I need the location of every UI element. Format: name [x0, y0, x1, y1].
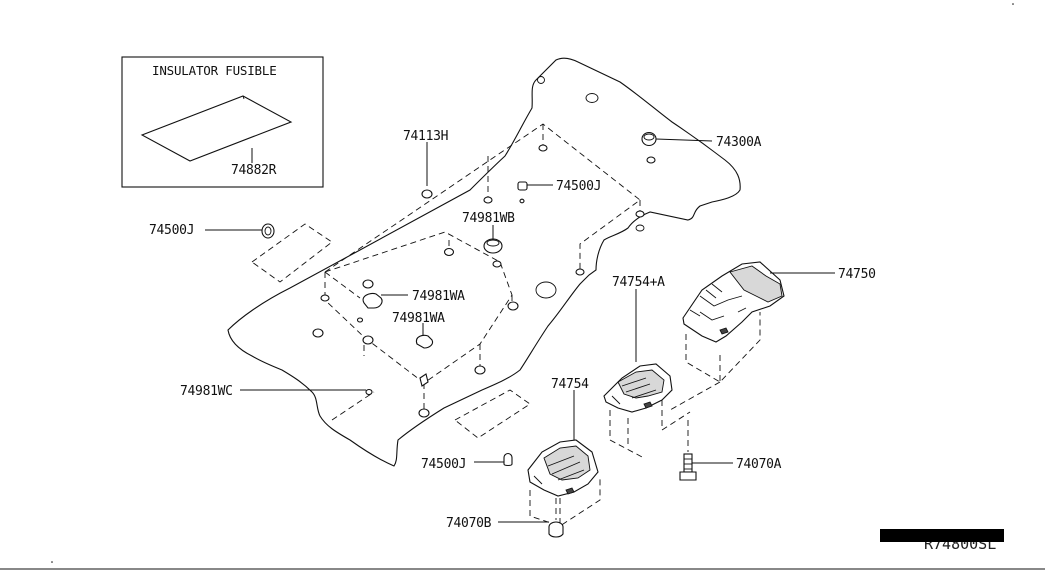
heat-insulator-74754A: [603, 363, 691, 459]
plug-74981WA: [415, 334, 434, 349]
label-74750: 74750: [838, 267, 876, 282]
panel-hole: [585, 93, 599, 103]
grommet-74500J: [517, 181, 528, 191]
inset-title: INSULATOR FUSIBLE: [152, 63, 277, 78]
bolt-head: [679, 471, 697, 481]
part-74981WA-2: [415, 334, 434, 387]
part-74981WA-1: [362, 292, 383, 309]
nut-74070B: [548, 498, 564, 538]
part-74500J-bottom: [503, 452, 513, 467]
code-redaction-bar: [880, 529, 1004, 542]
label-74113H: 74113H: [403, 129, 448, 144]
label-74981WB: 74981WB: [462, 211, 515, 226]
bolt-74070A: [679, 420, 697, 481]
callout-labels: 74113H 74300A 74500J 74981WB 74500J 7498…: [149, 129, 876, 531]
diagram-code: R74800SL: [880, 529, 1004, 553]
insulator-pad: [140, 95, 293, 162]
label-74300A: 74300A: [716, 135, 762, 150]
label-74500J-left: 74500J: [149, 223, 194, 238]
label-74500J-bottom: 74500J: [421, 457, 466, 472]
label-74981WA-1: 74981WA: [412, 289, 465, 304]
label-74500J-top: 74500J: [556, 179, 601, 194]
part-74500J-top: [517, 181, 528, 191]
plug-74981WA: [362, 292, 383, 309]
floor-panel-outline: [227, 57, 741, 467]
label-74981WC: 74981WC: [180, 384, 233, 399]
part-74981WB: [483, 238, 503, 254]
floor-clips: [312, 144, 645, 418]
inset-frame: [121, 56, 324, 188]
part-74500J-left: [261, 223, 275, 239]
inset-insulator-fusible: INSULATOR FUSIBLE 74882R: [121, 56, 324, 188]
label-74070B: 74070B: [446, 516, 492, 531]
grommet-74500J: [261, 223, 275, 239]
floor-panel: [227, 57, 741, 467]
label-74754A: 74754+A: [612, 275, 665, 290]
clip-74113H: [421, 189, 433, 199]
panel-hole: [535, 281, 557, 299]
heat-insulator-74754: [527, 439, 601, 527]
label-74754: 74754: [551, 377, 589, 392]
label-74070A: 74070A: [736, 457, 782, 472]
part-74300A: [641, 131, 657, 164]
heat-insulator-74750: [669, 261, 785, 411]
label-74981WA-2: 74981WA: [392, 311, 445, 326]
panel-hole: [537, 76, 545, 84]
label-74882R: 74882R: [231, 163, 277, 178]
clip-74981WC: [365, 388, 373, 396]
grommet-74500J: [503, 452, 513, 467]
leader-lines: [205, 138, 835, 523]
